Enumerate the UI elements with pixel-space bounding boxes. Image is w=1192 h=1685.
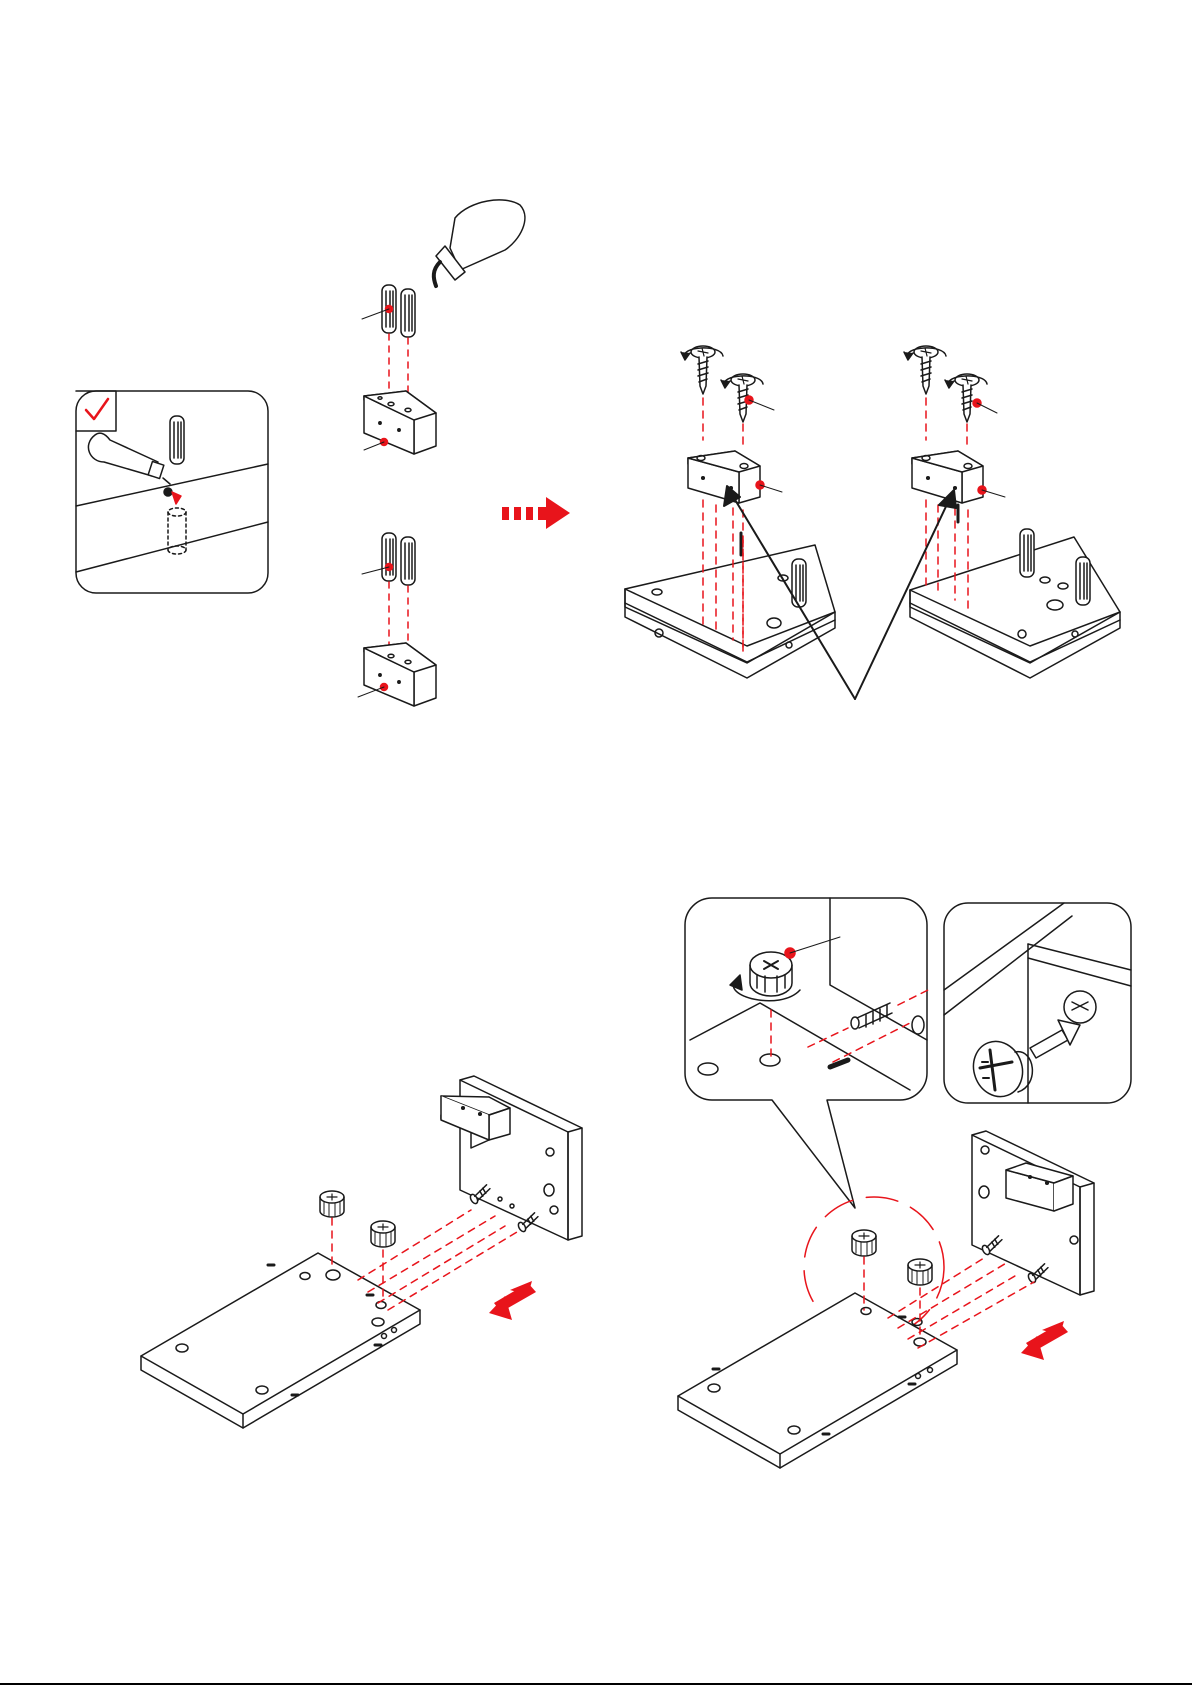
direction-arrow-icon [1021, 1321, 1068, 1360]
screw-icon [681, 346, 774, 422]
board-bottom-left [141, 1253, 420, 1428]
dowel-pair-bottom [362, 533, 415, 660]
direction-arrow-icon [489, 1281, 536, 1320]
side-panel-bottom-right [972, 1131, 1094, 1295]
board-bottom-right [678, 1293, 957, 1468]
glue-drop-icon [164, 488, 172, 496]
block-right-step2 [912, 451, 1005, 522]
wooden-dowel-icon [170, 416, 184, 464]
wooden-block-top [364, 391, 436, 454]
cam-lock-detail-inset [685, 898, 928, 1208]
wooden-block-bottom [358, 643, 436, 706]
glue-detail-inset [76, 391, 268, 593]
board-left-step2 [625, 545, 835, 678]
cam-insert-detail-inset [944, 903, 1131, 1104]
glue-bottle-icon [434, 200, 525, 286]
block-left-step2 [688, 451, 782, 555]
screw-icon [904, 346, 997, 422]
next-step-arrow-icon [502, 497, 570, 529]
board-right-step2 [910, 529, 1120, 678]
